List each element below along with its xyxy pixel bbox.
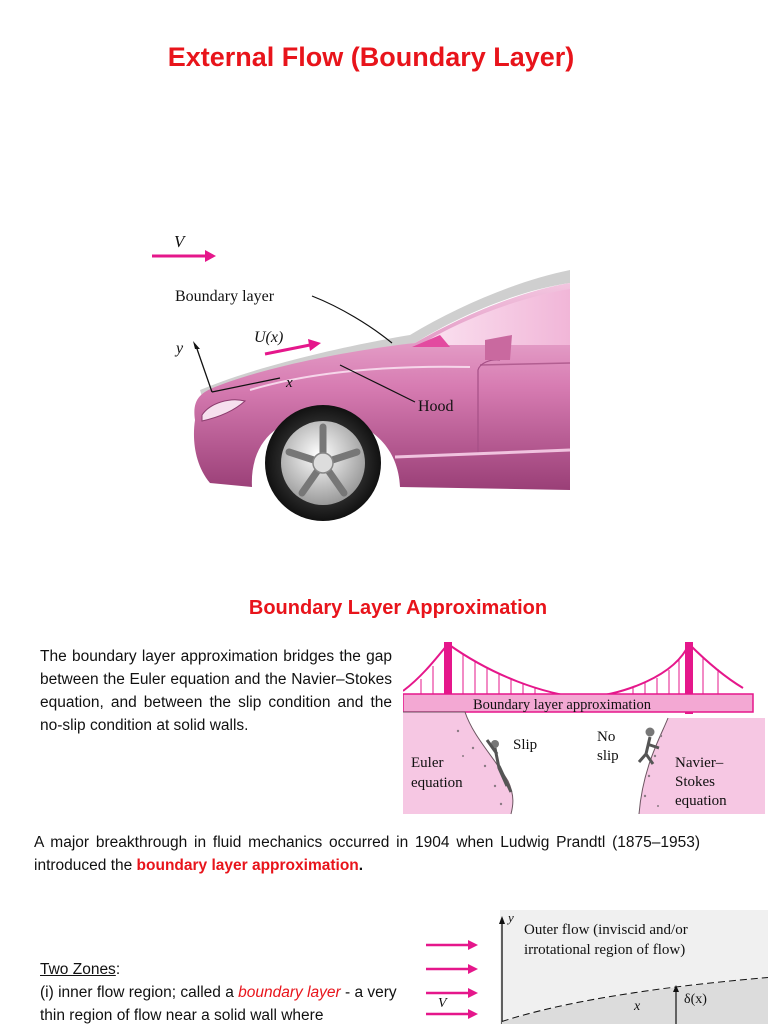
cliff-left bbox=[403, 712, 513, 814]
climber-left bbox=[485, 739, 513, 793]
bridge-deck bbox=[403, 693, 754, 713]
ns-label-1: Navier– bbox=[675, 755, 724, 771]
inflow-arrows bbox=[426, 940, 478, 1019]
velocity-arrow bbox=[205, 250, 216, 262]
euler-label-1: Euler bbox=[411, 755, 443, 771]
outer-flow-label-2: irrotational region of flow) bbox=[524, 942, 685, 958]
history-text: A major breakthrough in fluid mechanics … bbox=[34, 834, 700, 874]
history-paragraph: A major breakthrough in fluid mechanics … bbox=[34, 831, 700, 877]
windshield bbox=[420, 289, 570, 345]
two-zones-text: Two Zones: (i) inner flow region; called… bbox=[40, 958, 410, 1027]
climber-right bbox=[637, 727, 660, 765]
bridge-figure: Boundary layer approximation Slip No sli… bbox=[403, 642, 765, 815]
bridge-tower-right bbox=[685, 642, 693, 714]
flow-x-label: x bbox=[633, 999, 641, 1014]
car-boundary-layer-figure: V Boundary layer U(x) y x Hood bbox=[152, 232, 571, 521]
outer-flow-figure: V y Outer flow (inviscid and/or irrotati… bbox=[426, 910, 768, 1024]
flow-v-label: V bbox=[438, 996, 448, 1011]
boundary-layer-label: Boundary layer bbox=[175, 288, 275, 305]
zone-1-text: (i) inner flow region; called a bbox=[40, 984, 239, 1001]
car-v-label: V bbox=[174, 232, 187, 251]
history-period: . bbox=[358, 857, 364, 874]
page-title: External Flow (Boundary Layer) bbox=[167, 42, 575, 72]
cliff-right bbox=[639, 718, 765, 814]
bridge-tower-left bbox=[444, 642, 452, 714]
delta-label: δ(x) bbox=[684, 992, 707, 1007]
intro-paragraph: The boundary layer approximation bridges… bbox=[40, 648, 392, 734]
bridge-banner-label: Boundary layer approximation bbox=[473, 697, 652, 713]
zones-heading-colon: : bbox=[115, 961, 121, 978]
car-y-label: y bbox=[174, 340, 184, 357]
zone-1-highlight: boundary layer bbox=[238, 984, 341, 1001]
no-slip-label-2: slip bbox=[597, 748, 619, 764]
flow-y-label: y bbox=[506, 910, 514, 925]
freestream-label: U(x) bbox=[254, 329, 283, 346]
slip-label: Slip bbox=[513, 737, 537, 753]
outer-flow-label-1: Outer flow (inviscid and/or bbox=[524, 922, 688, 938]
no-slip-label-1: No bbox=[597, 729, 615, 745]
car-x-label: x bbox=[285, 375, 293, 391]
zones-heading: Two Zones bbox=[40, 961, 116, 978]
ns-label-2: Stokes bbox=[675, 774, 715, 790]
history-highlight: boundary layer approximation bbox=[136, 857, 359, 874]
ns-label-3: equation bbox=[675, 793, 727, 809]
euler-label-2: equation bbox=[411, 775, 463, 791]
section-title: Boundary Layer Approximation bbox=[248, 597, 548, 619]
zone-1-text-rest: - a very thin region of flow near a soli… bbox=[40, 984, 397, 1024]
hood-label: Hood bbox=[418, 398, 454, 415]
